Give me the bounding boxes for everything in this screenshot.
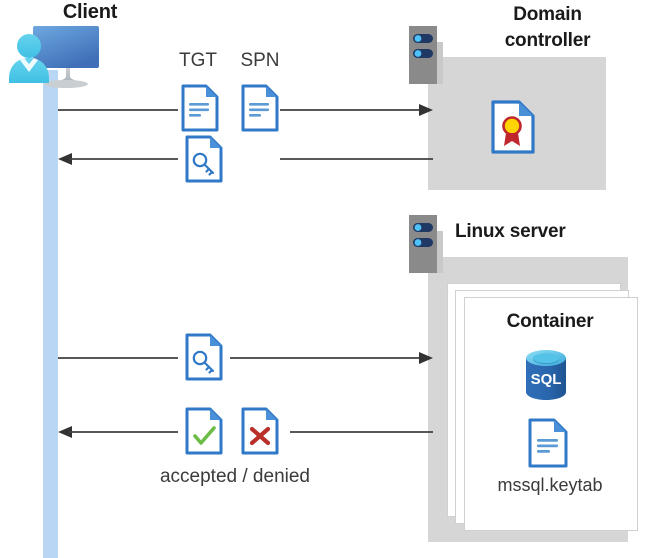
flow-3-arrow — [58, 344, 433, 372]
client-lifeline — [43, 70, 58, 558]
certificate-document-icon — [491, 100, 535, 154]
key-document-icon — [185, 135, 223, 183]
tgt-label: TGT — [179, 50, 217, 71]
check-document-icon — [185, 407, 223, 455]
key-document-icon — [185, 333, 223, 381]
document-icon — [241, 84, 279, 132]
flow-1-arrow — [58, 96, 433, 124]
client-workstation-icon — [8, 20, 120, 90]
keytab-filename-label: mssql.keytab — [497, 475, 603, 495]
document-icon — [181, 84, 219, 132]
flow-2-arrow — [58, 145, 433, 173]
server-rack-icon — [409, 26, 443, 84]
server-rack-icon — [409, 215, 443, 273]
container-card-front — [464, 297, 638, 531]
dc-title-line2: controller — [504, 30, 591, 51]
spn-label: SPN — [240, 50, 280, 71]
accepted-denied-label: accepted / denied — [159, 466, 310, 487]
container-title: Container — [506, 311, 594, 332]
x-document-icon — [241, 407, 279, 455]
sql-badge-text: SQL — [531, 371, 562, 388]
flow-4-arrow — [58, 418, 433, 446]
page-title-client: Client — [62, 1, 118, 23]
dc-title-line1: Domain — [513, 4, 582, 25]
node-title-domain-controller: Domain controller — [440, 2, 655, 54]
sql-database-icon: SQL — [521, 348, 571, 402]
keytab-document-icon — [528, 418, 568, 468]
node-title-linux-server: Linux server — [455, 221, 566, 242]
